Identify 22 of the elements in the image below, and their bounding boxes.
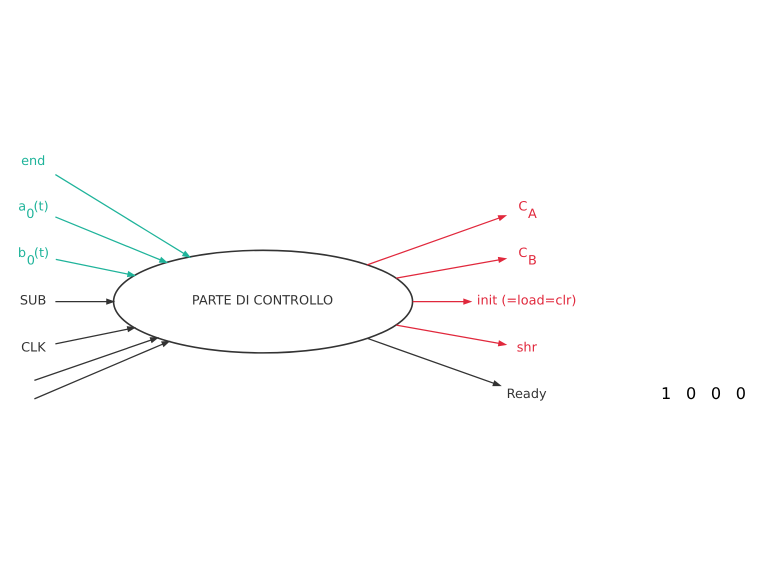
node-text: shr [516,340,537,356]
label: 0 [710,384,722,403]
label: 1 [661,384,672,403]
node-text: Ready [506,386,547,402]
node-text: end [21,154,46,169]
arrow [396,324,508,346]
node-text: init (=load=clr) [476,294,576,309]
arrow [55,216,168,264]
arrow [55,174,192,258]
node-text: CLK [21,340,46,356]
label: 0 [686,384,696,403]
arrow [367,215,508,266]
label: 0 [736,384,746,403]
arrow [56,258,136,278]
arrow [55,326,136,345]
arrow [34,337,160,381]
node-text: SUB [20,294,46,309]
arrow [412,298,472,305]
arrow [396,256,508,279]
arrow [367,338,502,386]
arrow [55,298,116,305]
arrow [34,340,171,400]
